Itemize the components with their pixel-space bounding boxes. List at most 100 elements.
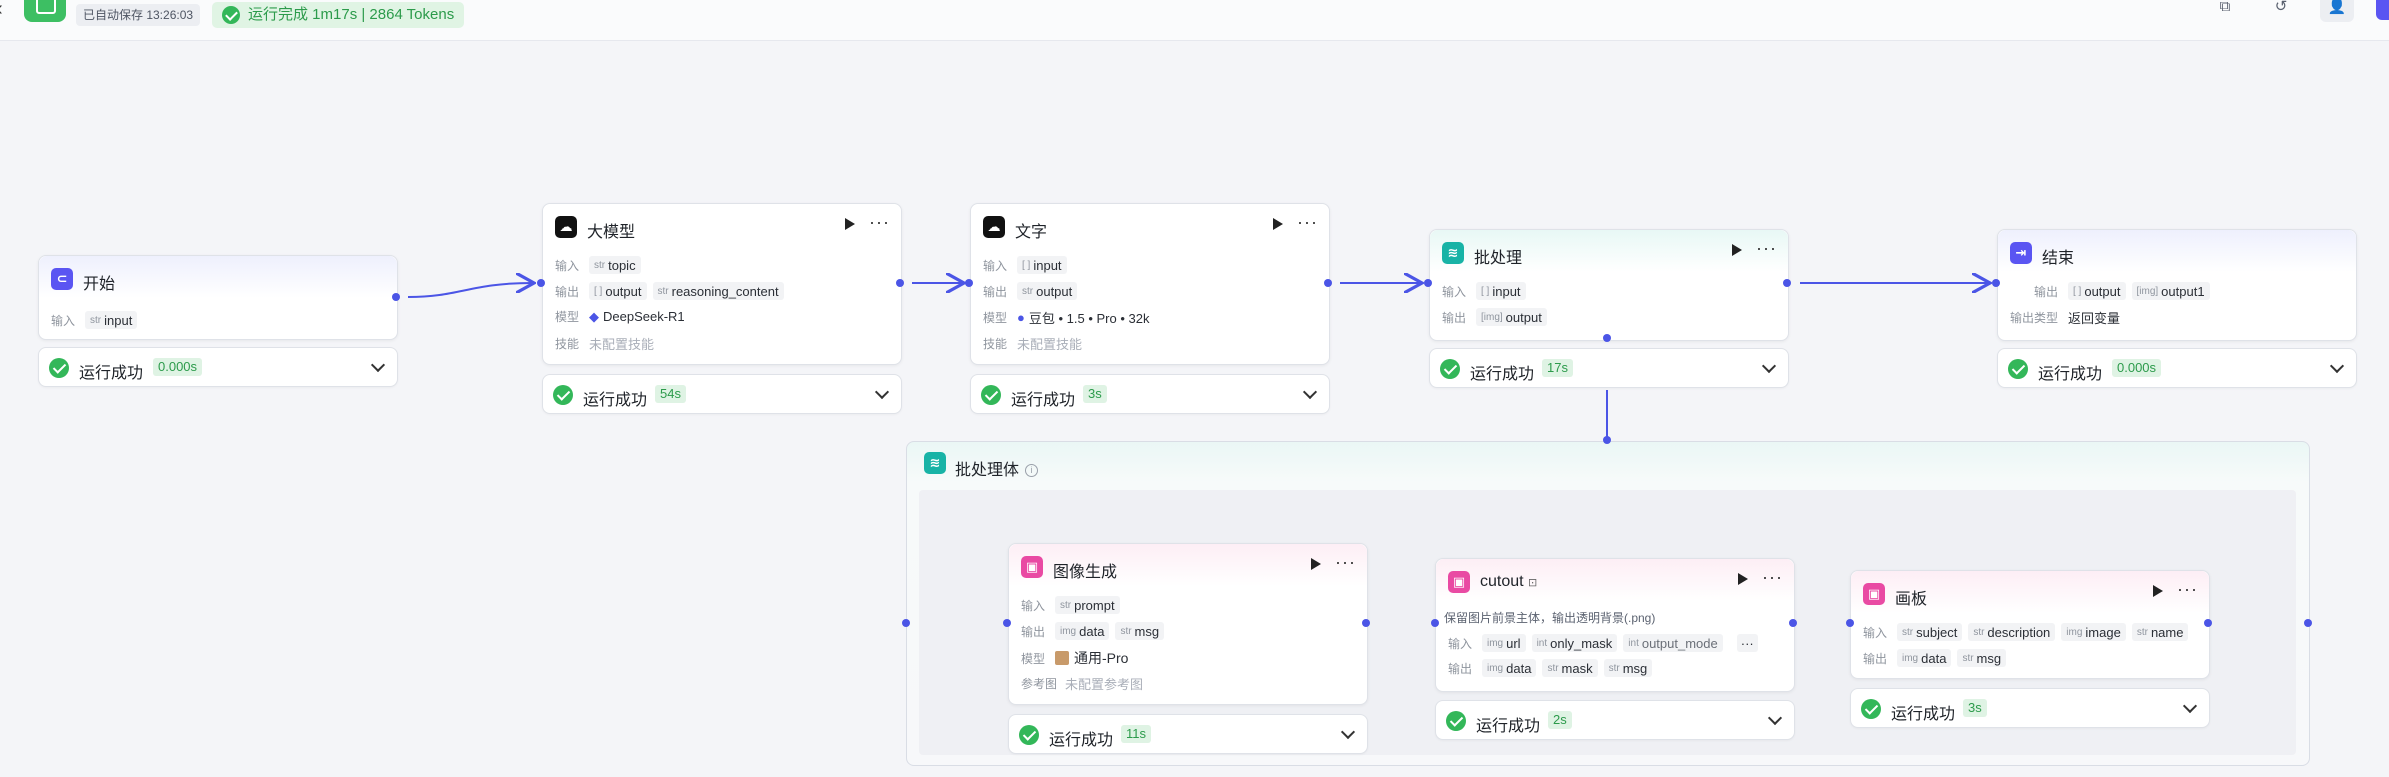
image-icon: ▣ [1448, 571, 1470, 593]
chevron-down-icon[interactable] [1340, 724, 1356, 740]
more-icon[interactable]: ··· [1297, 212, 1318, 232]
chevron-down-icon[interactable] [2182, 698, 2198, 714]
status-text[interactable]: 运行成功 3s [970, 374, 1330, 414]
model-row: 模型 ◆DeepSeek-R1 [555, 308, 685, 325]
more-icon[interactable]: ··· [1762, 567, 1783, 587]
body-port[interactable] [1603, 334, 1611, 342]
chevron-down-icon[interactable] [370, 357, 386, 373]
check-circle-icon [222, 6, 240, 24]
input-port[interactable] [965, 279, 973, 287]
status-image-gen[interactable]: 运行成功 11s [1008, 714, 1368, 754]
more-icon[interactable]: ··· [1756, 238, 1777, 258]
more-vars-icon[interactable]: ··· [1736, 634, 1758, 652]
node-cutout[interactable]: ▣ cutout ⊡ ··· 保留图片前景主体，输出透明背景(.png) 输入 … [1435, 558, 1795, 692]
run-icon[interactable] [1273, 218, 1283, 230]
status-start[interactable]: 运行成功 0.000s [38, 347, 398, 387]
run-status-badge[interactable]: 运行完成 1m17s | 2864 Tokens [212, 2, 465, 28]
group-input-port[interactable] [902, 619, 910, 627]
status-end[interactable]: 运行成功 0.000s [1997, 348, 2357, 388]
input-port[interactable] [1431, 619, 1439, 627]
group-port[interactable] [1603, 436, 1611, 444]
run-icon[interactable] [1732, 244, 1742, 256]
skill-row: 技能 未配置技能 [555, 337, 655, 352]
image-icon: ▣ [1021, 556, 1043, 578]
input-row: 输入 [ ]input [983, 256, 1073, 274]
output-port[interactable] [392, 293, 400, 301]
chevron-down-icon[interactable] [1302, 384, 1318, 400]
more-icon[interactable]: ··· [1335, 552, 1356, 572]
node-title: 画板 [1895, 591, 1928, 608]
status-cutout[interactable]: 运行成功 2s [1435, 700, 1795, 740]
output-row: 输出 [img]output [1442, 308, 1553, 326]
start-icon: ⊂ [51, 268, 73, 290]
node-end[interactable]: ⇥ 结束 输出 [ ]output [img]output1 输出类型 返回变量 [1997, 229, 2357, 341]
check-circle-icon [1446, 711, 1466, 731]
plugin-icon: ⊡ [1528, 577, 1538, 589]
more-icon[interactable]: ··· [2177, 579, 2198, 599]
output-port[interactable] [1362, 619, 1370, 627]
run-icon[interactable] [2153, 585, 2163, 597]
node-title: 文字 [1015, 224, 1048, 241]
node-description: 保留图片前景主体，输出透明背景(.png) [1444, 611, 1656, 625]
status-canvas[interactable]: 运行成功 3s [1850, 688, 2210, 728]
model-avatar-icon [1055, 651, 1069, 665]
input-port[interactable] [1003, 619, 1011, 627]
chevron-down-icon[interactable] [1761, 358, 1777, 374]
node-title: 大模型 [587, 224, 636, 241]
more-icon[interactable]: ··· [869, 212, 890, 232]
run-icon[interactable] [1311, 558, 1321, 570]
output-port[interactable] [896, 279, 904, 287]
status-llm[interactable]: 运行成功 54s [542, 374, 902, 414]
node-title: 图像生成 [1053, 564, 1118, 581]
output-port[interactable] [1324, 279, 1332, 287]
check-circle-icon [1440, 359, 1460, 379]
ref-row: 参考图 未配置参考图 [1021, 677, 1144, 692]
run-icon[interactable] [1738, 573, 1748, 585]
user-icon[interactable]: 👤 [2320, 0, 2354, 22]
run-icon[interactable] [845, 218, 855, 230]
back-chevron-icon[interactable]: ‹ [0, 0, 3, 21]
publish-button[interactable] [2376, 0, 2389, 20]
input-port[interactable] [1846, 619, 1854, 627]
llm-icon: ☁ [983, 216, 1005, 238]
check-circle-icon [2008, 359, 2028, 379]
group-output-port[interactable] [2304, 619, 2312, 627]
check-circle-icon [553, 385, 573, 405]
check-circle-icon [981, 385, 1001, 405]
layers-icon: ≋ [924, 452, 946, 474]
edge-start-llm [407, 283, 532, 298]
app-logo [24, 0, 66, 22]
output-port[interactable] [1783, 279, 1791, 287]
input-port[interactable] [1424, 279, 1432, 287]
copy-icon[interactable]: ⧉ [2219, 0, 2231, 15]
chevron-down-icon[interactable] [1767, 710, 1783, 726]
chevron-down-icon[interactable] [874, 384, 890, 400]
input-port[interactable] [1992, 279, 2000, 287]
output-type-row: 输出类型 返回变量 [2010, 311, 2121, 326]
exit-icon: ⇥ [2010, 242, 2032, 264]
info-icon: i [1025, 464, 1039, 478]
model-row: 模型 通用-Pro [1021, 650, 1129, 666]
status-batch[interactable]: 运行成功 17s [1429, 348, 1789, 388]
node-title: 结束 [2042, 250, 2075, 267]
input-port[interactable] [537, 279, 545, 287]
model-row: 模型 ●豆包 • 1.5 • Pro • 32k [983, 310, 1150, 326]
node-batch[interactable]: ≋ 批处理 ··· 输入 [ ]input 输出 [img]output [1429, 229, 1789, 341]
chevron-down-icon[interactable] [2329, 358, 2345, 374]
output-port[interactable] [2204, 619, 2212, 627]
history-icon[interactable]: ↺ [2274, 0, 2288, 15]
output-port[interactable] [1789, 619, 1797, 627]
